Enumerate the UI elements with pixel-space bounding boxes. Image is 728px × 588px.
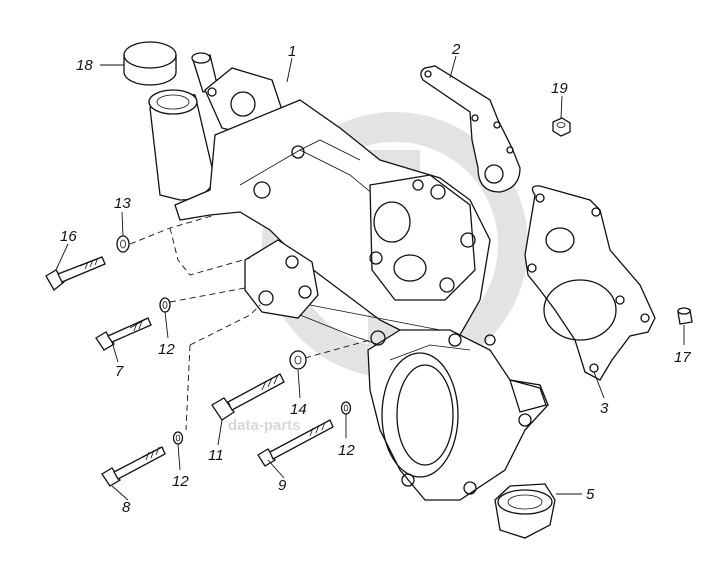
callout-13: 13 bbox=[114, 195, 131, 212]
part-18-cap bbox=[123, 41, 177, 86]
callout-8: 8 bbox=[122, 499, 131, 516]
part-12c-washer bbox=[172, 431, 184, 445]
callout-7: 7 bbox=[115, 363, 124, 380]
part-3-gasket bbox=[524, 185, 656, 381]
callout-2: 2 bbox=[451, 41, 461, 58]
part-11-bolt bbox=[211, 373, 285, 421]
callout-9: 9 bbox=[278, 477, 287, 494]
callout-1: 1 bbox=[288, 43, 296, 60]
assembly-lines bbox=[129, 214, 371, 431]
part-12b-washer bbox=[340, 401, 352, 415]
part-8-bolt bbox=[101, 446, 166, 487]
part-14-washer bbox=[289, 350, 307, 370]
part-12a-washer bbox=[159, 297, 171, 313]
callout-3: 3 bbox=[600, 400, 609, 417]
leader-lines bbox=[55, 55, 685, 501]
callout-14: 14 bbox=[290, 401, 307, 418]
watermark-text: data-parts bbox=[228, 417, 301, 434]
callout-18: 18 bbox=[76, 57, 93, 74]
callout-12-top: 12 bbox=[158, 341, 175, 358]
callout-labels: 18 1 2 19 3 17 13 16 7 12 14 11 12 12 8 … bbox=[60, 41, 691, 516]
part-16-bolt bbox=[45, 256, 106, 291]
callout-12-right: 12 bbox=[338, 442, 355, 459]
callout-16: 16 bbox=[60, 228, 77, 245]
part-19-nut bbox=[552, 117, 571, 137]
callout-19: 19 bbox=[551, 80, 568, 97]
callout-11: 11 bbox=[208, 447, 224, 464]
callout-5: 5 bbox=[586, 486, 595, 503]
part-13-washer bbox=[116, 235, 130, 253]
part-9-bolt bbox=[257, 419, 334, 467]
part-2-gasket bbox=[420, 65, 521, 193]
part-7-bolt bbox=[95, 317, 152, 351]
part-17-sleeve bbox=[677, 307, 693, 325]
callout-12-bottom: 12 bbox=[172, 473, 189, 490]
callout-17: 17 bbox=[674, 349, 691, 366]
part-5-seal bbox=[494, 483, 556, 539]
pump-cover bbox=[367, 329, 549, 501]
part-1-housing bbox=[148, 52, 491, 346]
